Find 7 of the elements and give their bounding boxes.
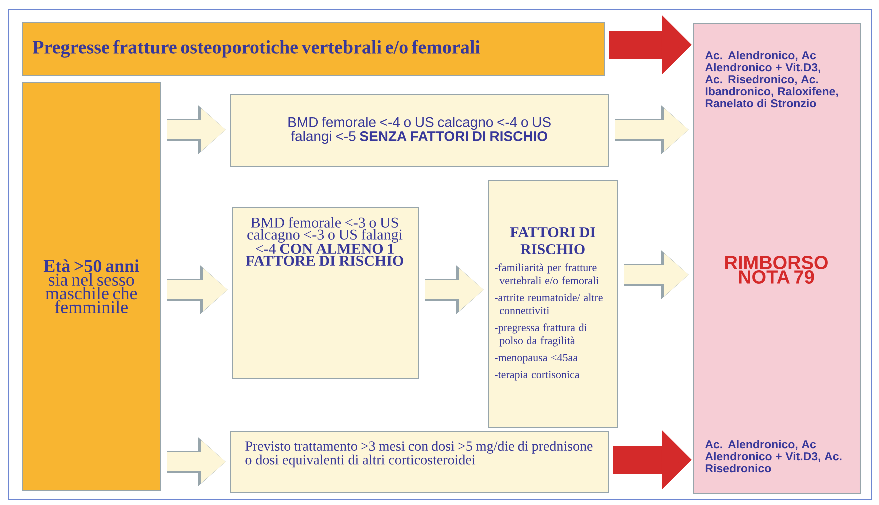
reimbursement-panel: Ac. Alendronico, Ac Alendronico + Vit.D3, Ac. Risedronico, Ac. Ibandronico, Raloxifene, Ranelato di Stronzio RIMBORSO NOTA 79 Ac. Alendronico, Ac Alendronico + Vit.D3, Ac. Risedronico: [693, 23, 862, 494]
criteria-box: Previsto trattamento >3 mesi con dosi >5 mg/die di prednisone o dosi equivalenti di altri corticosteroidei: [230, 430, 610, 494]
population-box: Età >50 anni sia nel sesso maschile che femminile: [22, 82, 162, 492]
title-banner: Pregresse fratture osteoporotiche vertebrali e/o femorali: [22, 22, 606, 76]
criteria-box: BMD femorale <-3 o US calcagno <-3 o US falangi <-4 CON ALMENO 1 FATTORE DI RISCHIO: [232, 207, 420, 380]
criteria-box: BMD femorale <-4 o US calcagno <-4 o US falangi <-5 SENZA FATTORI DI RISCHIO: [230, 94, 610, 168]
risk-factors-box: FATTORI DI RISCHIO -familiarità per fratture vertebrali e/o femorali -artrite reumatoide/ altre connettiviti -pregressa frattura di polso da fragilità -menopausa <45aa -terapia cortisonica: [488, 180, 618, 428]
